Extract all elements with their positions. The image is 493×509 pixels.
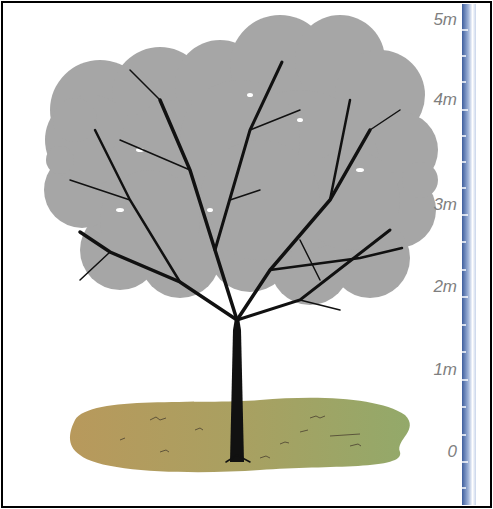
scale-bar	[462, 4, 476, 505]
scale-label: 3m	[413, 195, 457, 215]
scale-label: 2m	[413, 277, 457, 297]
crown-gaps	[116, 93, 364, 212]
scale-label: 1m	[413, 360, 457, 380]
scale-label: 5m	[413, 10, 457, 30]
tree-crown	[44, 15, 438, 305]
tree-trunk	[70, 62, 402, 462]
scale-label: 4m	[413, 90, 457, 110]
scale-label: 0	[413, 442, 457, 462]
